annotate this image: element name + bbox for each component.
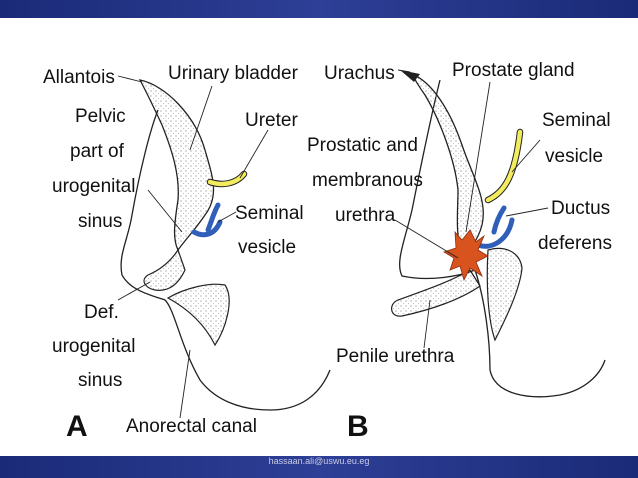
panel-a-urogenital-sinus-shape bbox=[143, 248, 186, 291]
label-seminal-a-1: Seminal bbox=[235, 203, 304, 224]
panel-b-prostate-gland bbox=[443, 229, 489, 282]
label-anorectal-canal: Anorectal canal bbox=[126, 416, 257, 437]
label-pelvic-2: part of bbox=[70, 141, 125, 162]
label-ductus-1: Ductus bbox=[551, 198, 610, 219]
label-urachus: Urachus bbox=[324, 63, 395, 84]
panel-b-penis-shape bbox=[391, 269, 481, 317]
label-prostatic-3: urethra bbox=[335, 205, 396, 226]
label-seminal-a-2: vesicle bbox=[238, 237, 296, 258]
bottom-banner bbox=[0, 456, 638, 478]
footer-email: hassaan.ali@uswu.eu.eg bbox=[268, 456, 370, 466]
panel-b-ductus-deferens bbox=[475, 205, 515, 249]
label-allantois: Allantois bbox=[43, 67, 115, 88]
label-def-1: Def. bbox=[84, 302, 119, 323]
label-prostatic-1: Prostatic and bbox=[307, 135, 418, 156]
top-banner bbox=[0, 0, 638, 18]
panel-a: Allantois Urinary bladder Ureter Pelvic … bbox=[43, 63, 331, 443]
panel-b-bladder-shape bbox=[410, 72, 484, 256]
embryology-figure: Allantois Urinary bladder Ureter Pelvic … bbox=[43, 60, 612, 443]
label-seminal-b-2: vesicle bbox=[545, 146, 603, 167]
panel-a-leader-lines bbox=[117, 75, 269, 419]
panel-b-leader-lines bbox=[394, 69, 549, 349]
label-def-3: sinus bbox=[78, 370, 122, 391]
label-prostate-gland: Prostate gland bbox=[452, 60, 575, 81]
label-pelvic-1: Pelvic bbox=[75, 106, 126, 127]
panel-b: Urachus Prostate gland Seminal vesicle P… bbox=[307, 60, 612, 443]
label-def-2: urogenital bbox=[52, 336, 135, 357]
label-pelvic-3: urogenital bbox=[52, 176, 135, 197]
label-seminal-b-1: Seminal bbox=[542, 110, 611, 131]
label-penile-urethra: Penile urethra bbox=[336, 346, 455, 367]
panel-a-seminal-vesicle bbox=[191, 202, 223, 238]
label-urinary-bladder: Urinary bladder bbox=[168, 63, 299, 84]
panel-b-rectum-shape bbox=[486, 247, 523, 342]
panel-b-letter: B bbox=[347, 410, 369, 443]
label-pelvic-4: sinus bbox=[78, 211, 122, 232]
panel-a-body-outline bbox=[120, 109, 331, 411]
label-ureter-a: Ureter bbox=[245, 110, 298, 131]
label-ductus-2: deferens bbox=[538, 233, 612, 254]
panel-a-anorectal-canal-shape bbox=[166, 283, 230, 347]
panel-a-letter: A bbox=[66, 410, 88, 443]
panel-a-urinary-bladder-shape bbox=[138, 79, 215, 252]
label-prostatic-2: membranous bbox=[312, 170, 423, 191]
